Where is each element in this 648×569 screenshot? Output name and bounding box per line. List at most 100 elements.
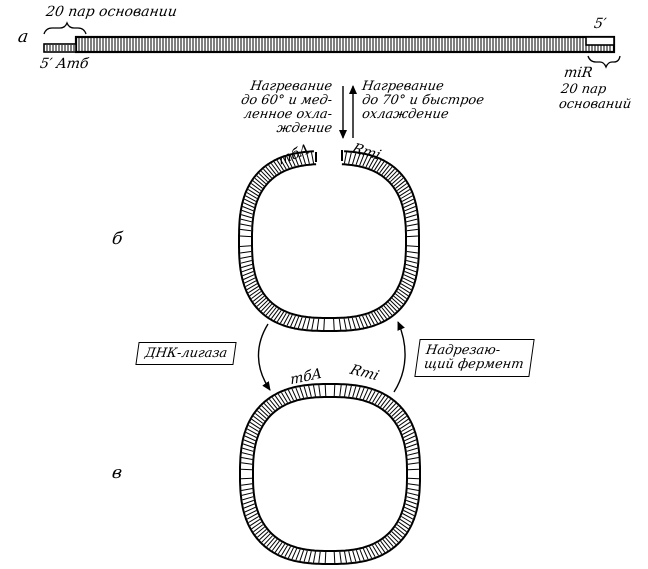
ring-hatch-line — [377, 395, 386, 406]
strand-bottom-right-label: miR — [562, 65, 594, 81]
ring-hatch-line — [401, 280, 413, 287]
ring-hatch-line — [398, 185, 409, 194]
ring-hatch-line — [266, 401, 275, 411]
ring-hatch-line — [313, 385, 316, 397]
ring-hatch-line — [286, 156, 293, 168]
ring-hatch-line — [355, 153, 361, 165]
ring-hatch-line — [368, 313, 375, 325]
ring-hatch-line — [244, 435, 256, 442]
ring-hatch-line — [256, 297, 267, 307]
ring-hatch-line — [383, 166, 393, 177]
ring-hatch-line — [243, 274, 255, 280]
ring-hatch-line — [269, 399, 278, 409]
ring-hatch-line — [287, 389, 294, 401]
ring-hatch-line — [343, 152, 347, 164]
strand-top-left-label: 20 пар основании — [44, 4, 178, 20]
ring-hatch-line — [406, 223, 418, 227]
ring-hatch-line — [311, 152, 315, 164]
ring-hatch-line — [398, 418, 409, 427]
strand-bottom-left-label: 5′ Amб — [38, 56, 90, 72]
arrow-ligase-curve — [257, 323, 271, 391]
ring-hatch-line — [240, 228, 252, 232]
ring-hatch-line — [297, 153, 303, 165]
ring-with-nick — [238, 150, 420, 332]
ring-hatch-line — [403, 510, 415, 517]
ring-hatch-line — [293, 316, 300, 328]
ring-hatch-line — [260, 170, 270, 181]
ring-hatch-line — [405, 439, 417, 445]
ring-hatch-line — [240, 251, 252, 254]
ring-hatch-line — [274, 542, 283, 553]
ring-hatch-line — [405, 503, 417, 509]
ring-hatch-line — [265, 305, 275, 316]
ring-hatch-line — [293, 154, 299, 166]
ring-hatch-line — [351, 317, 356, 329]
ring-hatch-line — [339, 385, 342, 397]
ring-hatch-line — [371, 312, 379, 324]
ring-hatch-line — [268, 307, 277, 318]
ring-hatch-line — [241, 209, 253, 215]
ring-hatch-line — [374, 543, 383, 555]
ring-hatch-line — [263, 168, 272, 179]
ring-hatch-line — [403, 274, 415, 280]
ring-hatch-line — [241, 452, 253, 456]
ring-hatch-line — [396, 291, 407, 300]
ring-hatch-line — [270, 163, 279, 174]
ring-hatch-line — [372, 545, 379, 556]
ring-hatch-line — [390, 173, 400, 183]
ring-hatch-line — [372, 392, 379, 403]
ring-hatch-line — [241, 462, 253, 465]
ring-hatch-line — [374, 160, 382, 171]
ring-hatch-line — [396, 183, 407, 192]
ring-b-inner-strand — [251, 163, 407, 319]
ring-hatch-line — [242, 447, 254, 452]
ring-hatch-line — [344, 551, 347, 563]
ring-hatch-line — [399, 188, 411, 197]
ring-hatch-line — [313, 551, 316, 563]
ring-hatch-line — [259, 407, 269, 417]
ring-hatch-line — [281, 545, 288, 556]
ring-hatch-line — [297, 317, 303, 329]
right-single-strand-overhang — [585, 36, 615, 46]
ring-hatch-line — [362, 388, 369, 400]
ring-hatch-line — [385, 401, 394, 411]
right-overhang-brace — [587, 55, 621, 69]
ring-hatch-line — [260, 301, 271, 312]
ring-hatch-line — [401, 425, 412, 432]
ring-hatch-line — [368, 157, 376, 169]
ring-hatch-line — [399, 518, 411, 527]
ring-hatch-line — [324, 384, 327, 397]
ring-hatch-line — [242, 496, 254, 501]
ring-hatch-line — [398, 521, 409, 530]
ring-hatch-line — [318, 385, 321, 397]
ring-hatch-line — [276, 311, 285, 323]
ring-hatch-line — [257, 529, 267, 538]
ring-hatch-line — [241, 488, 253, 491]
ring-hatch-line — [400, 283, 412, 291]
ring-hatch-line — [240, 260, 252, 264]
ring-hatch-line — [239, 245, 252, 247]
ring-hatch-line — [244, 506, 256, 513]
ring-hatch-line — [241, 483, 253, 486]
ring-hatch-line — [406, 443, 418, 449]
ring-hatch-line — [244, 277, 256, 284]
ring-hatch-line — [248, 516, 259, 523]
ring-hatch-line — [254, 177, 265, 187]
ring-hatch-line — [247, 188, 259, 197]
ring-hatch-line — [287, 547, 294, 559]
ring-hatch-line — [265, 166, 275, 177]
ring-hatch-line — [393, 177, 404, 187]
ring-hatch-line — [388, 170, 398, 181]
ring-hatch-line — [383, 305, 393, 316]
ring-hatch-line — [249, 185, 260, 194]
ring-hatch-line — [379, 308, 387, 319]
strand-top-right-label: 5′ — [592, 16, 608, 32]
ring-hatch-line — [407, 492, 419, 496]
ring-hatch-line — [245, 510, 257, 517]
ring-hatch-line — [387, 301, 398, 312]
ring-hatch-line — [362, 548, 369, 560]
ring-hatch-line — [303, 550, 308, 562]
ring-hatch-line — [253, 524, 264, 533]
